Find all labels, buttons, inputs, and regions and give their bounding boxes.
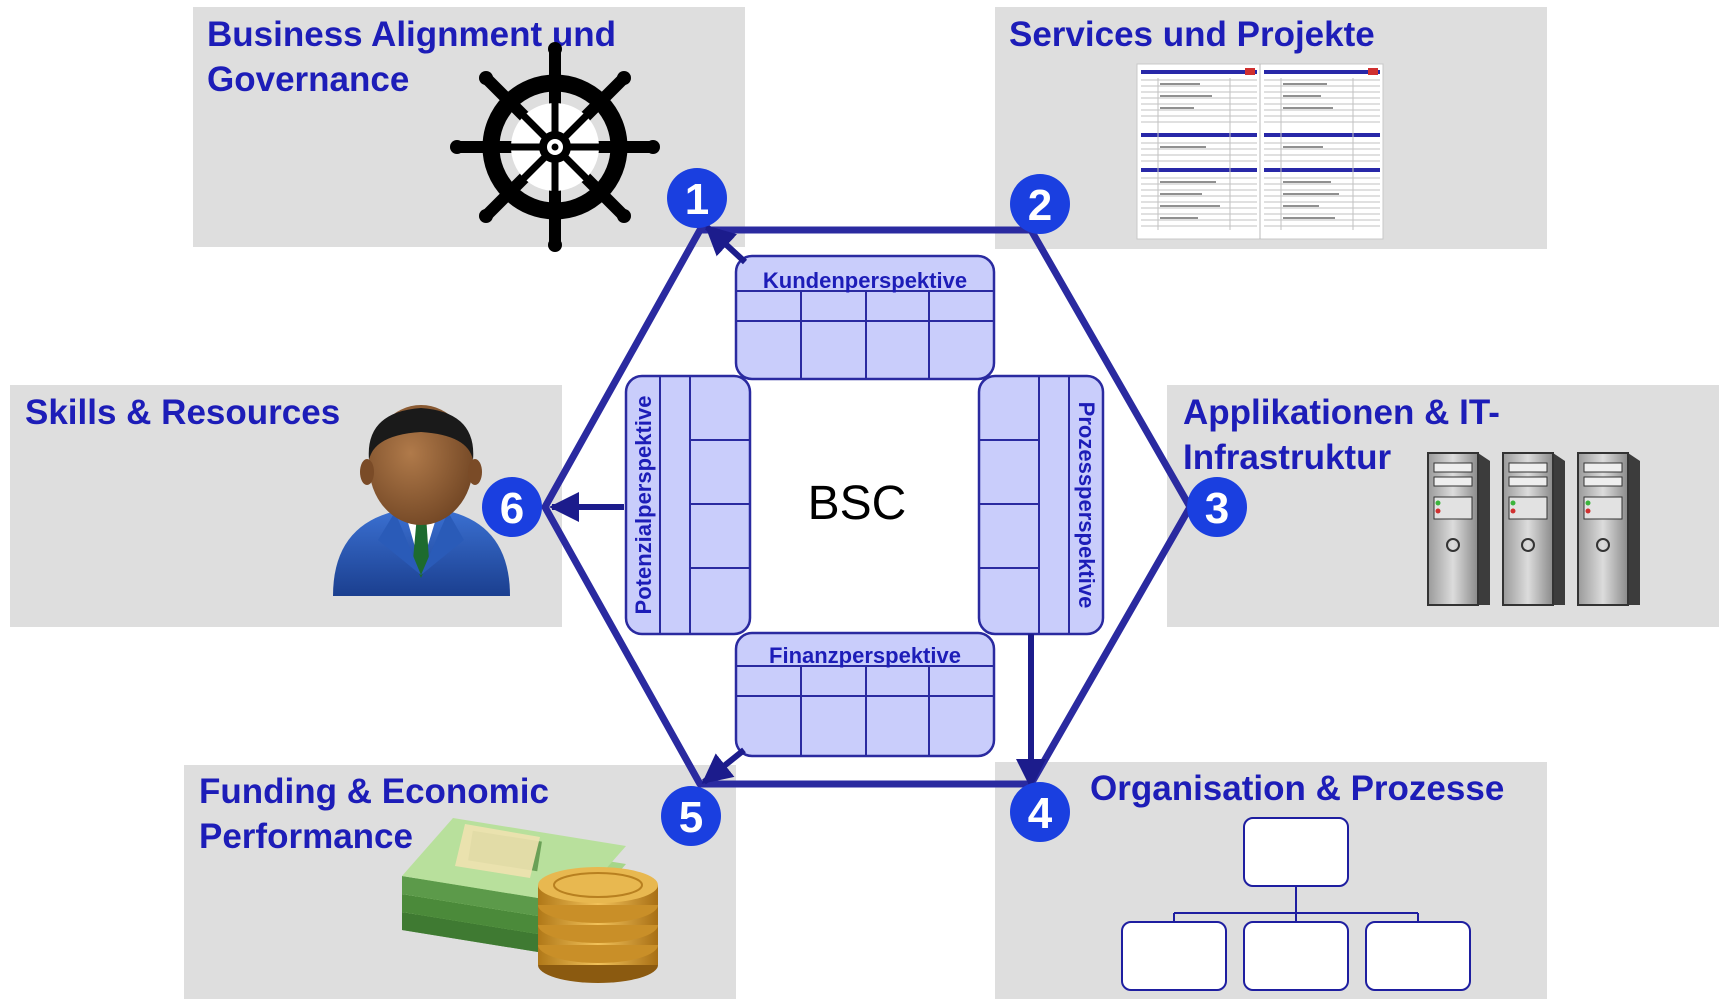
kundenperspektive-table: Kundenperspektive: [734, 254, 996, 381]
panel-title-line-1: Skills & Resources: [25, 393, 340, 432]
potenzialperspektive-label: Potenzialperspektive: [631, 396, 656, 615]
panel-title-line-1: Business Alignment und: [207, 15, 616, 54]
service-document-icon: [1136, 63, 1384, 240]
marker-5: 5: [661, 786, 721, 846]
svg-text:1: 1: [685, 175, 709, 224]
svg-text:4: 4: [1028, 789, 1053, 838]
panel-title-line-1: Funding & Economic: [199, 772, 549, 811]
potenzialperspektive-table: Potenzialperspektive: [624, 374, 752, 636]
marker-4: 4: [1010, 782, 1070, 842]
arrow-to-1: [704, 224, 748, 265]
panel-organisation-prozesse: Organisation & Prozesse: [995, 762, 1547, 999]
ship-wheel-icon: [450, 42, 660, 252]
svg-text:2: 2: [1028, 181, 1052, 230]
bsc-center-label: BSC: [808, 477, 907, 530]
panel-title-line-2: Governance: [207, 60, 409, 99]
marker-2: 2: [1010, 174, 1070, 234]
panel-funding-performance: Funding & Economic Performance: [184, 765, 736, 999]
svg-text:5: 5: [679, 793, 703, 842]
panel-applikationen-infrastruktur: Applikationen & IT- Infrastruktur: [1167, 385, 1719, 627]
panel-title-line-1: Organisation & Prozesse: [1090, 769, 1504, 808]
panel-business-alignment: Business Alignment und Governance: [193, 7, 745, 252]
number-markers: 1 2 3 4 5 6: [482, 168, 1247, 846]
arrow-to-5: [701, 747, 746, 785]
panel-title-line-2: Infrastruktur: [1183, 438, 1391, 477]
svg-text:3: 3: [1205, 484, 1229, 533]
panel-skills-resources: Skills & Resources: [10, 385, 562, 627]
panel-title-line-1: Services und Projekte: [1009, 15, 1375, 54]
prozessperspektive-label: Prozessperspektive: [1074, 402, 1099, 609]
perspective-arrows: [549, 224, 1046, 789]
marker-1: 1: [667, 168, 727, 228]
server-icon: [1427, 452, 1640, 606]
prozessperspektive-table: Prozessperspektive: [977, 374, 1105, 636]
panel-title-line-1: Applikationen & IT-: [1183, 393, 1500, 432]
money-icon: [402, 818, 658, 983]
kundenperspektive-label: Kundenperspektive: [763, 268, 967, 293]
marker-3: 3: [1187, 477, 1247, 537]
marker-6: 6: [482, 477, 542, 537]
panel-title-line-2: Performance: [199, 817, 413, 856]
panel-services-projekte: Services und Projekte: [995, 7, 1547, 249]
finanzperspektive-label: Finanzperspektive: [769, 643, 961, 668]
finanzperspektive-table: Finanzperspektive: [734, 631, 996, 758]
svg-text:6: 6: [500, 484, 524, 533]
org-chart-icon: [1121, 817, 1471, 991]
person-icon: [333, 405, 510, 596]
